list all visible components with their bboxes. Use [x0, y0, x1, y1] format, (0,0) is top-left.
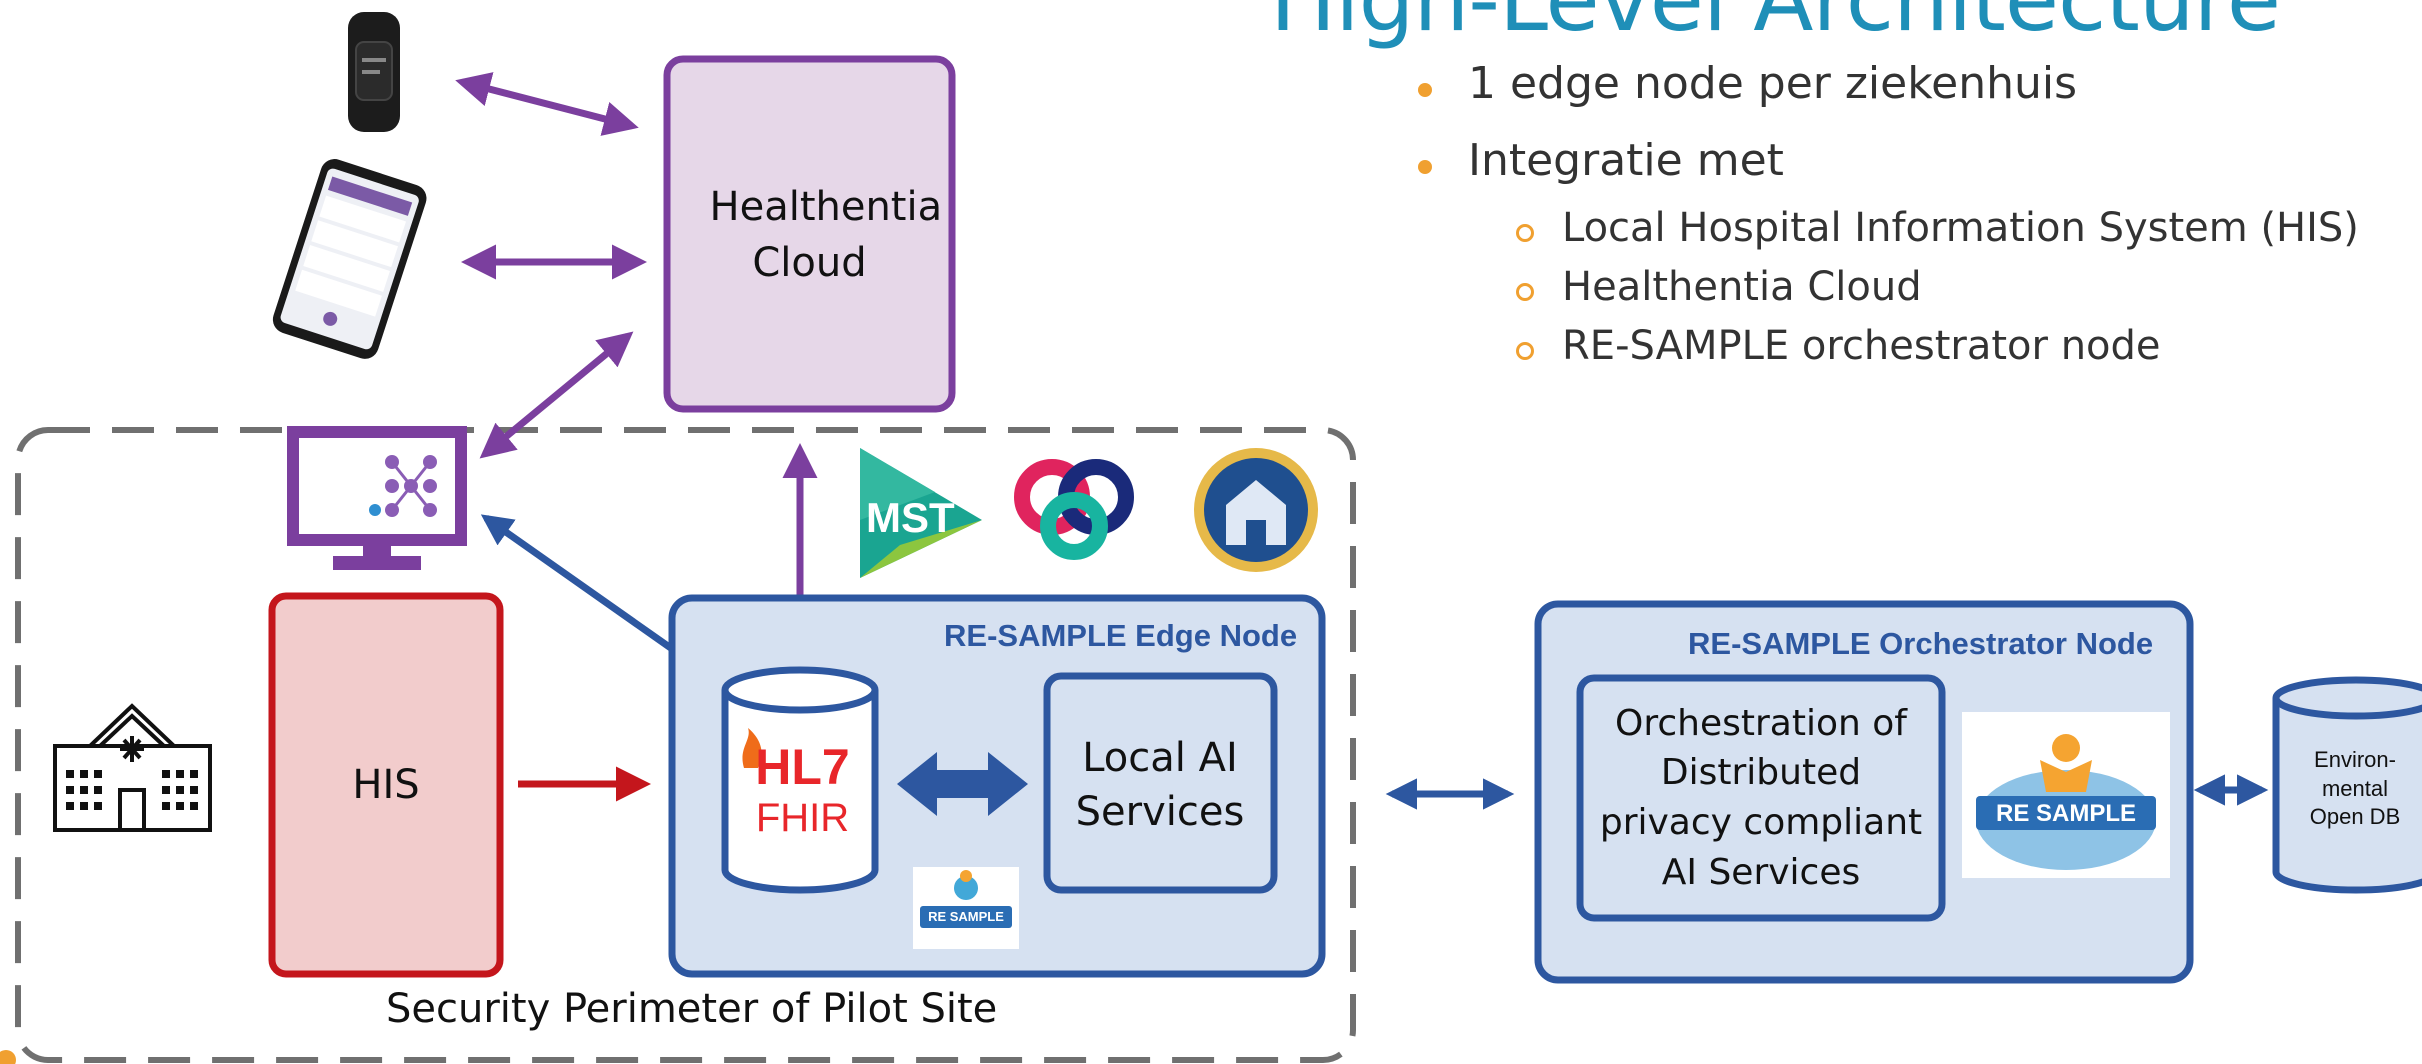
sub-bullet-item: Healthentia Cloud — [1562, 264, 1922, 310]
fhir-label: FHIR — [755, 796, 850, 840]
resample-big-logo-text: RE SAMPLE — [1995, 800, 2136, 827]
sub-bullet-item: RE-SAMPLE orchestrator node — [1562, 323, 2161, 369]
bullet-item: 1 edge node per ziekenhuis — [1468, 58, 2078, 109]
arrow-fhir-local-ai — [897, 752, 1028, 816]
orchestration-box — [1576, 674, 1946, 922]
environmental-db — [2272, 676, 2422, 894]
sub-bullet-ring — [1516, 224, 1534, 242]
arrow-monitor-cloud — [479, 331, 634, 459]
healthentia-cloud-box — [663, 55, 956, 413]
slide-title: High-Level Architecture — [1270, 0, 2281, 51]
perimeter-label: Security Perimeter of Pilot Site — [386, 986, 998, 1032]
healthentia-cloud-label: Healthentia Cloud — [667, 170, 952, 300]
seal-logo — [1194, 448, 1318, 572]
healthentia-monitor-icon — [287, 426, 467, 570]
bullet-dot — [1418, 160, 1432, 174]
orchestration-label: Orchestration of Distributed privacy com… — [1599, 702, 1923, 893]
edge-node-title: RE-SAMPLE Edge Node — [944, 618, 1298, 653]
mst-logo — [860, 448, 982, 578]
mst-logo-text: MST — [866, 494, 955, 541]
resample-big-logo — [1962, 712, 2170, 878]
security-perimeter — [15, 427, 1356, 1063]
resample-small-logo — [913, 867, 1019, 949]
hospital-icon — [53, 703, 212, 832]
sub-bullet-ring — [1516, 342, 1534, 360]
sub-bullet-ring — [1516, 283, 1534, 301]
local-ai-label: Local AI Services — [1075, 735, 1245, 835]
hospital-logo-rings — [1014, 459, 1134, 560]
smartwatch-icon — [348, 12, 400, 132]
hl7-fhir-database — [721, 666, 879, 894]
corner-mark — [0, 1050, 16, 1064]
his-box — [268, 592, 504, 978]
orchestrator-title: RE-SAMPLE Orchestrator Node — [1688, 626, 2154, 661]
hl7-label: HL7 — [755, 739, 850, 795]
arrow-monitor-edge — [480, 514, 708, 674]
env-db-label: Environ- mental Open DB — [2309, 747, 2401, 830]
healthentia-cloud-text: Healthentia Cloud — [709, 184, 943, 286]
his-label: HIS — [352, 762, 420, 808]
arrow-watch-cloud — [455, 72, 639, 136]
local-ai-box — [1043, 672, 1278, 894]
bullet-dot — [1418, 83, 1432, 97]
smartphone-icon — [272, 159, 427, 359]
sub-bullet-item: Local Hospital Information System (HIS) — [1562, 205, 2359, 251]
resample-small-logo-text: RE SAMPLE — [928, 909, 1004, 924]
bullet-item: Integratie met — [1468, 135, 1784, 186]
